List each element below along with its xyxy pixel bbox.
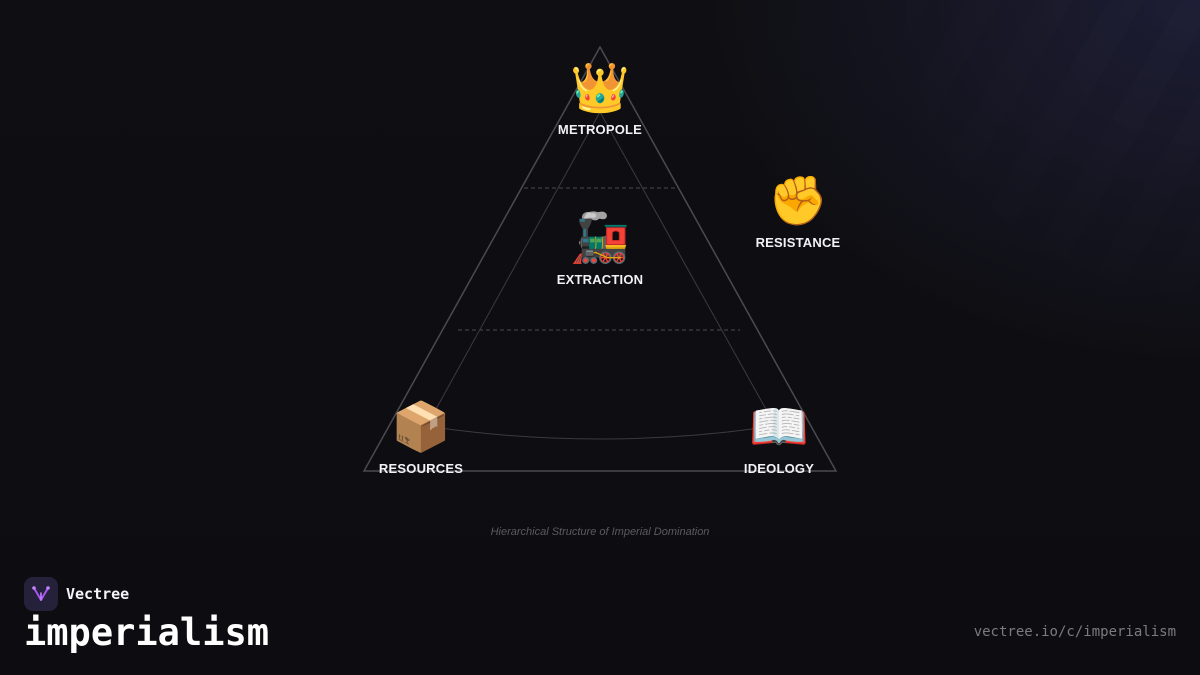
node-metropole: 👑 METROPOLE xyxy=(530,60,670,137)
node-resources: 📦 RESOURCES xyxy=(351,399,491,476)
node-label-resistance: RESISTANCE xyxy=(755,235,841,250)
package-icon: 📦 xyxy=(391,399,451,455)
raised-fist-icon: ✊ xyxy=(768,173,828,229)
background-light-rays xyxy=(680,0,1200,520)
node-extraction: 🚂 EXTRACTION xyxy=(530,210,670,287)
brand-name: Vectree xyxy=(66,585,130,603)
locomotive-icon: 🚂 xyxy=(570,210,630,266)
connector-resources-ideology xyxy=(439,427,761,440)
open-book-icon: 📖 xyxy=(749,399,809,455)
node-ideology: 📖 IDEOLOGY xyxy=(709,399,849,476)
node-resistance: ✊ RESISTANCE xyxy=(728,173,868,250)
node-label-metropole: METROPOLE xyxy=(557,122,643,137)
node-label-resources: RESOURCES xyxy=(378,461,464,476)
node-label-extraction: EXTRACTION xyxy=(556,272,644,287)
diagram-caption: Hierarchical Structure of Imperial Domin… xyxy=(490,526,710,538)
vectree-logo-icon xyxy=(24,577,58,611)
node-label-ideology: IDEOLOGY xyxy=(743,461,815,476)
brand[interactable]: Vectree xyxy=(24,577,129,611)
page-title: imperialism xyxy=(24,611,270,654)
connector-metropole-resources xyxy=(429,111,601,421)
connector-metropole-ideology xyxy=(599,111,773,421)
page-url-link[interactable]: vectree.io/c/imperialism xyxy=(973,624,1176,640)
crown-icon: 👑 xyxy=(570,60,630,116)
pyramid-outline xyxy=(362,45,838,472)
